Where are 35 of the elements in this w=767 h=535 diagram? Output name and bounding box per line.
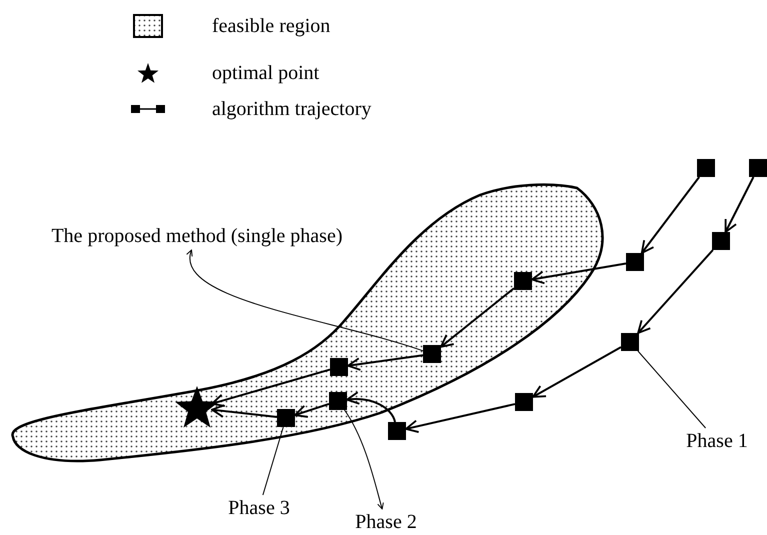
arrow [532,346,622,398]
callout-text: Phase 3 [228,498,290,518]
trajectory-point [423,345,441,363]
trajectory-point [621,333,639,351]
arrow [440,287,515,348]
trajectory-point [515,393,533,411]
trajectory-point [277,409,295,427]
arrow [405,403,516,433]
legend-text: optimal point [212,63,320,83]
trajectory-point [514,272,532,290]
callout-text: The proposed method (single phase) [51,226,343,246]
arrow [640,176,700,254]
trajectory-point [749,159,767,177]
legend-text: feasible region [212,16,330,36]
arrow [637,249,714,334]
arrow [211,404,278,418]
arrow [344,410,384,510]
trajectory-point [712,232,730,250]
arrow [294,402,330,418]
trajectory-point [626,253,644,271]
arrow [211,368,330,407]
legend-text: algorithm trajectory [212,99,372,119]
trajectory-point [697,159,715,177]
arrow [347,354,424,371]
leader-line [637,350,706,428]
trajectory-point [388,422,406,440]
callout-text: Phase 1 [686,431,748,451]
trajectory-point [329,392,347,410]
arrow [188,250,424,352]
callout-text: Phase 2 [355,512,417,532]
arrow [531,262,626,284]
arrow [346,392,396,422]
leader-line [262,426,284,496]
arrow [724,176,754,233]
trajectory-point [330,358,348,376]
